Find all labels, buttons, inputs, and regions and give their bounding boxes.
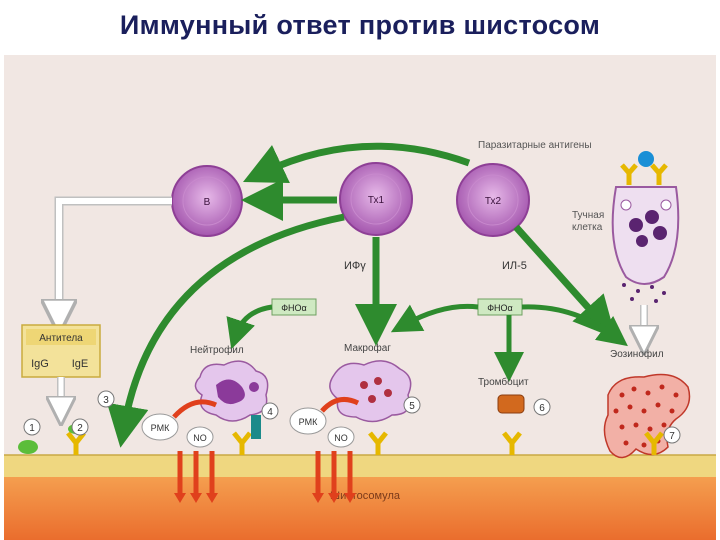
svg-text:6: 6 [539,403,545,414]
svg-text:2: 2 [77,423,83,434]
ifn-label: ИФγ [344,260,366,272]
antibodies-box: Антитела IgG IgE [21,324,101,378]
macrophage-label: Макрофаг [344,342,391,354]
th2-to-b-arrow [242,142,471,184]
neutrophil [194,360,269,422]
svg-text:NO: NO [334,433,348,443]
neutrophil-receptor [251,415,261,439]
svg-text:3: 3 [103,395,109,406]
no-bubble-right: NO [327,426,355,448]
schistosomula-label: Шистосомула [330,490,401,502]
parasite-antigens-label: Паразитарные антигены [478,140,592,151]
th1-to-surface-arrow [106,213,345,448]
svg-text:ФНОα: ФНОα [487,303,513,313]
no-bubble-left: NO [186,426,214,448]
b-cell: В [171,165,243,237]
platelet-label: Тромбоцит [478,376,529,388]
svg-text:IgE: IgE [72,358,89,370]
macrophage [329,360,412,423]
tnf-to-macrophage-arrow [390,303,479,333]
svg-text:Антитела: Антитела [39,333,83,344]
platelet [497,394,525,414]
neutrophil-label: Нейтрофил [190,344,244,356]
rmk-bubble-left: РМК [141,413,179,441]
schistosomula-tissue [4,475,716,540]
svg-text:4: 4 [267,407,273,418]
eosinophil-label: Эозинофил [610,348,664,360]
b-to-antibodies-arrow [59,198,172,317]
tnf-to-eosinophil-arrow [521,304,628,347]
svg-text:NO: NO [193,433,207,443]
immune-response-diagram: Шистосомула В Тх1 Тх2 ИФγ ИЛ-5 ФНОα ФНОα [4,140,716,540]
page-title: Иммунный ответ против шистосом [119,10,601,40]
step-numbers: 1 2 3 4 5 6 7 [23,390,681,444]
receptors [66,431,664,455]
tnf-box-left: ФНОα [271,298,317,316]
b-cell-label: В [204,197,211,208]
mast-cell [611,186,680,285]
mast-cell-label-2: клетка [572,222,603,233]
mast-granules [622,283,666,303]
tnf-to-neutrophil-arrow [226,304,273,350]
parasite-antigen-dot [638,151,654,167]
svg-text:РМК: РМК [299,417,318,427]
th1-cell-label: Тх1 [368,195,385,206]
diagram-frame: Шистосомула В Тх1 Тх2 ИФγ ИЛ-5 ФНОα ФНОα [4,55,716,540]
parasite-membrane [4,455,716,477]
il5-label: ИЛ-5 [502,260,527,272]
svg-text:5: 5 [409,401,415,412]
th1-cell: Тх1 [339,162,413,236]
svg-text:ФНОα: ФНОα [281,303,307,313]
antigen-1 [18,440,38,454]
th2-cell: Тх2 [456,163,530,237]
svg-text:7: 7 [669,431,675,442]
th2-cell-label: Тх2 [485,196,502,207]
svg-text:IgG: IgG [31,358,49,370]
svg-text:РМК: РМК [151,423,170,433]
eosinophil [603,373,691,459]
svg-text:1: 1 [29,423,35,434]
mast-cell-label-1: Тучная [572,210,604,221]
rmk-bubble-right: РМК [289,407,327,435]
th2-to-eosinophil-arrow [513,224,617,339]
tnf-box-right: ФНОα [477,298,523,316]
cytotoxic-arrows [172,396,360,495]
